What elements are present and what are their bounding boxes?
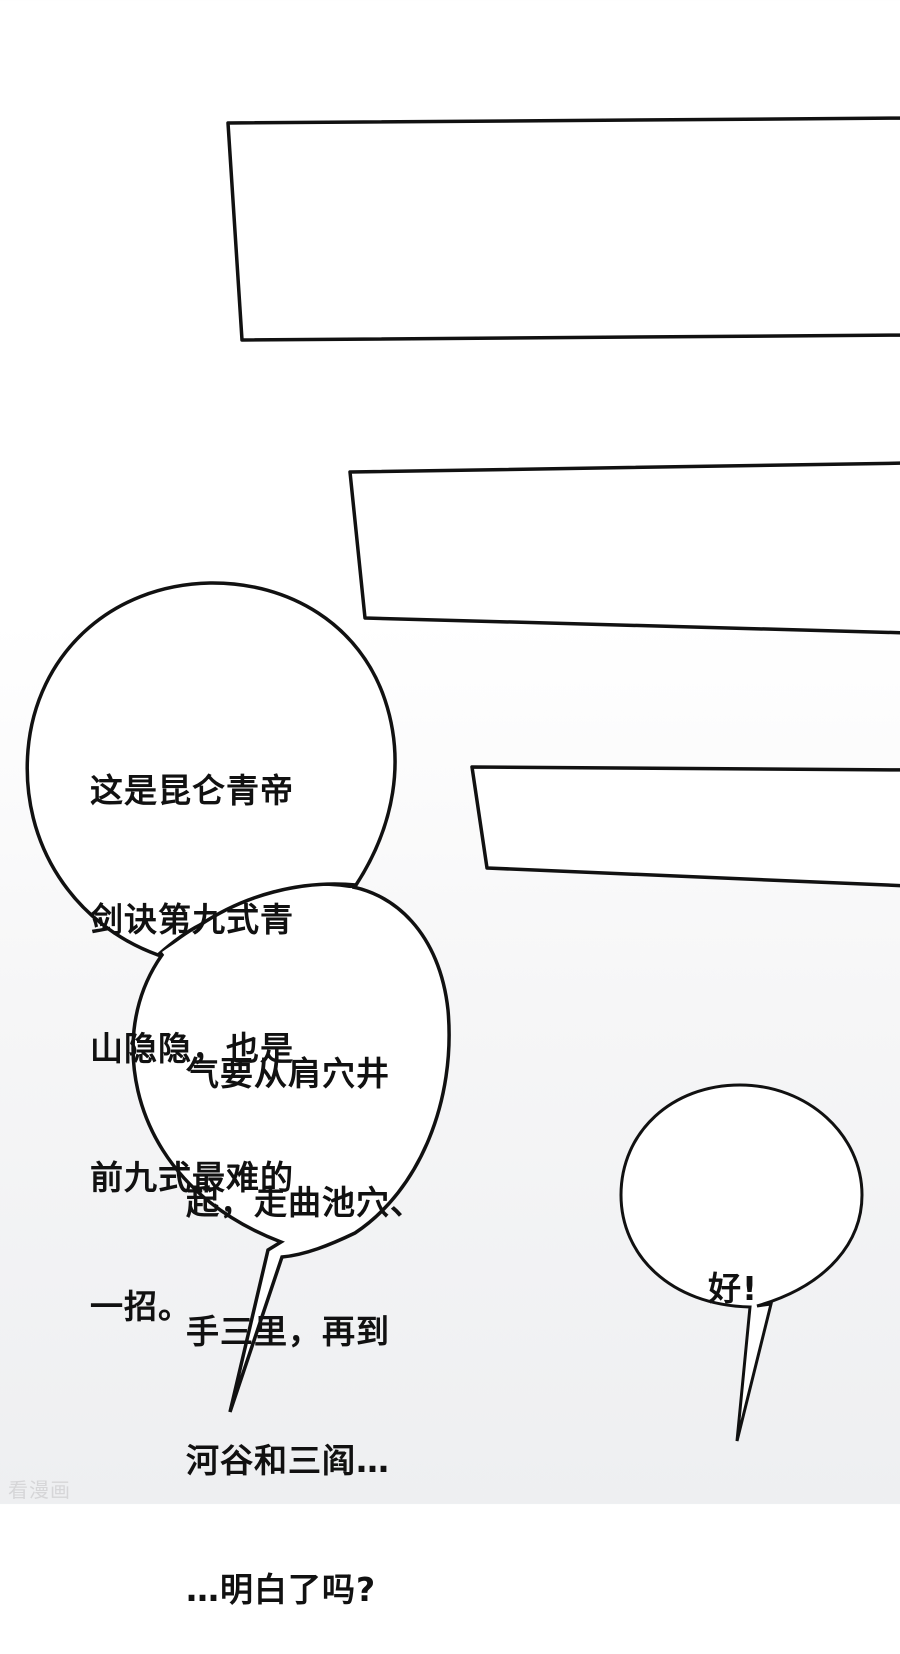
- speech-bubble-2-text: 气要从肩穴井 起，走曲池穴、 手三里，再到 河谷和三阎… …明白了吗?: [186, 966, 424, 1654]
- bubble-1-line: 剑诀第九式青: [90, 900, 294, 939]
- bubble-2-line: 起，走曲池穴、: [186, 1183, 424, 1222]
- speech-bubble-1-shape: [25, 581, 397, 957]
- bubble-2-line: 河谷和三阎…: [186, 1441, 390, 1480]
- panel-2: [348, 461, 900, 635]
- panel-3: [470, 765, 900, 888]
- speech-bubble-1-text: 这是昆仑青帝 剑诀第九式青 山隐隐，也是 前九式最难的 一招。: [90, 683, 294, 1371]
- bubble-2-line: 气要从肩穴井: [186, 1054, 390, 1093]
- bubble-3-line: 好!: [708, 1269, 759, 1308]
- bubble-2-line: 手三里，再到: [186, 1312, 390, 1351]
- bubble-1-line: 一招。: [90, 1287, 192, 1326]
- panel-1: [226, 116, 900, 342]
- bubble-2-line: …明白了吗?: [186, 1570, 377, 1609]
- speech-bubble-3-text: 好!: [708, 1181, 758, 1353]
- panel-frames: [226, 116, 900, 888]
- speech-bubble-3-shape: [619, 1083, 864, 1442]
- bubble-1-line: 这是昆仑青帝: [90, 771, 294, 810]
- bubble-1-line: 山隐隐，也是: [90, 1029, 294, 1068]
- bubble-join-cover: [162, 888, 352, 960]
- bubble-1-line: 前九式最难的: [90, 1158, 294, 1197]
- watermark: 看漫画: [8, 1478, 71, 1502]
- comic-artwork: [25, 116, 900, 1442]
